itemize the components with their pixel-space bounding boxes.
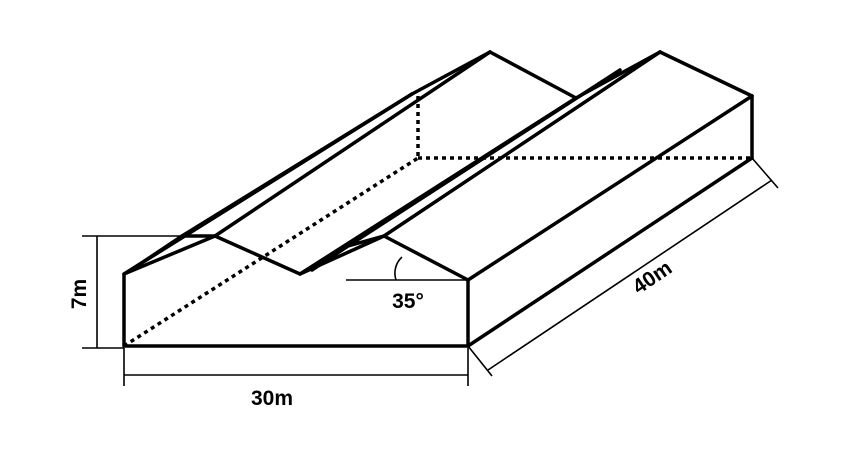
angle-annotation: 35° [346,256,468,313]
visible-edges [122,50,754,348]
right-gable-ridge-cut [346,234,386,248]
left-roof-back-slope [410,50,492,96]
hidden-edge-base-diagonal [123,156,419,348]
length-label: 40m [629,256,677,299]
right-roof-ridge-inner [346,68,622,248]
right-side-base [466,156,754,348]
right-roof-ridge [382,50,662,238]
length-extension-front [467,345,493,377]
width-label: 30m [251,387,293,410]
height-label: 7m [68,279,91,309]
angle-arc [394,256,403,281]
left-back-right-slope [488,50,578,100]
left-roof-ridge-upper [180,92,414,238]
angle-label: 35° [392,290,424,313]
left-roof-ridge [213,50,492,238]
length-dimension: 40m [467,157,779,377]
hidden-edges [123,96,752,348]
width-dimension: 30m [123,348,469,410]
right-roof-eave [466,94,754,282]
right-gable-inner-slope [310,244,350,272]
right-back-right-slope [658,50,754,98]
height-dimension: 7m [68,235,182,349]
length-extension-back [751,157,779,189]
length-dimension-line [487,179,773,371]
front-face-outline [122,234,470,348]
right-back-left-slope [574,50,662,100]
